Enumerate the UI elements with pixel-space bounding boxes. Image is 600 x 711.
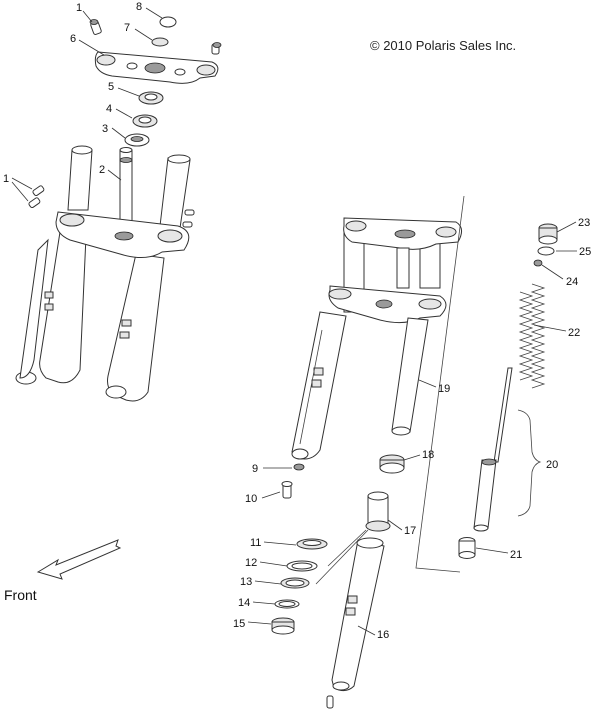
side-bolt-pair-right: [182, 209, 195, 228]
front-direction-label: Front: [4, 587, 37, 603]
spacer-21: [458, 537, 476, 559]
top-nut-8: [159, 16, 177, 28]
bottom-bolt: [326, 695, 334, 709]
leader-lines: [11, 7, 577, 636]
spring-22: [518, 283, 546, 389]
exploded-fork-illustration: [271, 195, 558, 709]
lower-leg-16: [331, 537, 385, 692]
callout-11: 11: [250, 537, 261, 549]
callout-1-side: 1: [3, 173, 9, 185]
front-direction-arrow: [36, 539, 122, 580]
callout-17: 17: [404, 525, 416, 537]
callout-6: 6: [70, 33, 76, 45]
assembled-fork-illustration: [15, 16, 222, 402]
callout-7: 7: [124, 22, 130, 34]
lower-triple-clamp: [55, 211, 190, 258]
callout-22: 22: [568, 327, 580, 339]
nut-24: [533, 259, 543, 267]
o-ring-9: [293, 463, 305, 471]
callout-21: 21: [510, 549, 522, 561]
callout-8: 8: [136, 1, 142, 13]
callout-13: 13: [240, 576, 252, 588]
callout-15: 15: [233, 618, 245, 630]
washer-25: [537, 246, 555, 256]
callout-14: 14: [238, 597, 250, 609]
callout-24: 24: [566, 276, 578, 288]
bushing-15: [271, 617, 295, 635]
callout-3: 3: [102, 123, 108, 135]
left-fork-tube: [15, 145, 93, 385]
callout-20: 20: [546, 459, 558, 471]
copyright-notice: © 2010 Polaris Sales Inc.: [370, 38, 517, 53]
damper-rod-20: [473, 367, 513, 532]
callout-16: 16: [377, 629, 389, 641]
callout-2: 2: [99, 164, 105, 176]
side-bolt-pair-left: [28, 185, 45, 209]
bushing-18: [379, 454, 405, 474]
exploded-guide-frame: [415, 195, 465, 573]
callout-10: 10: [245, 493, 257, 505]
callout-5: 5: [108, 81, 114, 93]
cap-23: [538, 223, 558, 245]
exploded-stem: [396, 247, 410, 289]
callout-9: 9: [252, 463, 258, 475]
callout-19: 19: [438, 383, 450, 395]
right-fork-tube: [105, 154, 191, 402]
exploded-top-clamp: [343, 217, 462, 250]
steering-stem: [119, 147, 133, 231]
washer-7: [151, 37, 169, 47]
bolt-right-top: [211, 42, 222, 55]
exploded-lower-clamp: [328, 285, 447, 324]
bolt-10: [281, 481, 293, 499]
top-triple-clamp: [94, 51, 219, 84]
top-bolt-1: [89, 19, 102, 35]
callout-1-top: 1: [76, 2, 82, 14]
callout-numbers: 1 8 7 6 5 4 3 2 1 23 25 24 22 19 20 18 9…: [3, 1, 591, 641]
left-lower-slider: [291, 311, 347, 460]
seal-holder-17: [365, 491, 391, 532]
bracket-20: [517, 409, 542, 517]
inner-tube-19: [391, 317, 429, 436]
callout-12: 12: [245, 557, 257, 569]
callout-25: 25: [579, 246, 591, 258]
callout-18: 18: [422, 449, 434, 461]
callout-23: 23: [578, 217, 590, 229]
callout-4: 4: [106, 103, 112, 115]
